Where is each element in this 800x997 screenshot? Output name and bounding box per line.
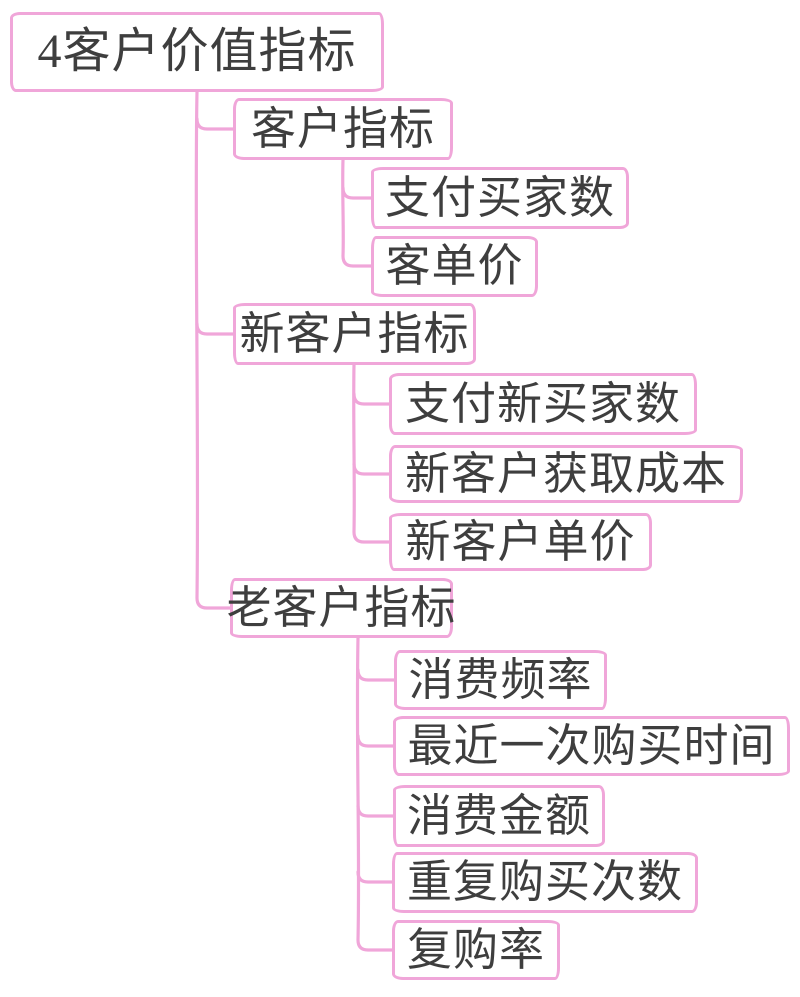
connector-old-customer-to-repeat-count: [356, 870, 394, 884]
connector-old-customer-to-amount: [356, 804, 395, 818]
connector-new-customer-to-new-paying-buyers: [352, 392, 391, 406]
node-old-customer-metrics[interactable]: 老客户指标: [227, 578, 456, 638]
connector-old-customer-to-frequency: [356, 668, 396, 682]
node-new-customer-acquisition-cost[interactable]: 新客户获取成本: [389, 445, 743, 503]
node-repurchase-rate[interactable]: 复购率: [392, 920, 560, 980]
node-purchase-frequency[interactable]: 消费频率: [394, 650, 607, 710]
connector-old-customer-to-last-purchase: [356, 734, 395, 748]
node-customer-metrics[interactable]: 客户指标: [233, 98, 453, 160]
node-repeat-purchase-count[interactable]: 重复购买次数: [392, 852, 698, 913]
connector-root-to-customer: [195, 117, 235, 131]
node-new-customer-metrics[interactable]: 新客户指标: [233, 303, 476, 365]
node-avg-order-value[interactable]: 客单价: [371, 236, 538, 297]
connector-new-customer-to-acquisition-cost: [352, 462, 391, 476]
connector-new-customer-spine: [352, 363, 391, 544]
node-new-paying-buyers[interactable]: 支付新买家数: [389, 373, 697, 435]
node-new-customer-unit-price[interactable]: 新客户单价: [389, 513, 652, 571]
connector-old-customer-spine: [355, 636, 394, 952]
node-spending-amount[interactable]: 消费金额: [393, 785, 605, 847]
node-last-purchase-time[interactable]: 最近一次购买时间: [393, 716, 790, 776]
connector-customer-spine: [341, 158, 373, 268]
connector-customer-to-paying-buyers: [341, 186, 373, 200]
connector-root-spine: [194, 90, 232, 610]
node-root[interactable]: 4客户价值指标: [10, 12, 384, 92]
connector-root-to-new-customer: [195, 322, 235, 336]
node-paying-buyers[interactable]: 支付买家数: [371, 167, 629, 229]
